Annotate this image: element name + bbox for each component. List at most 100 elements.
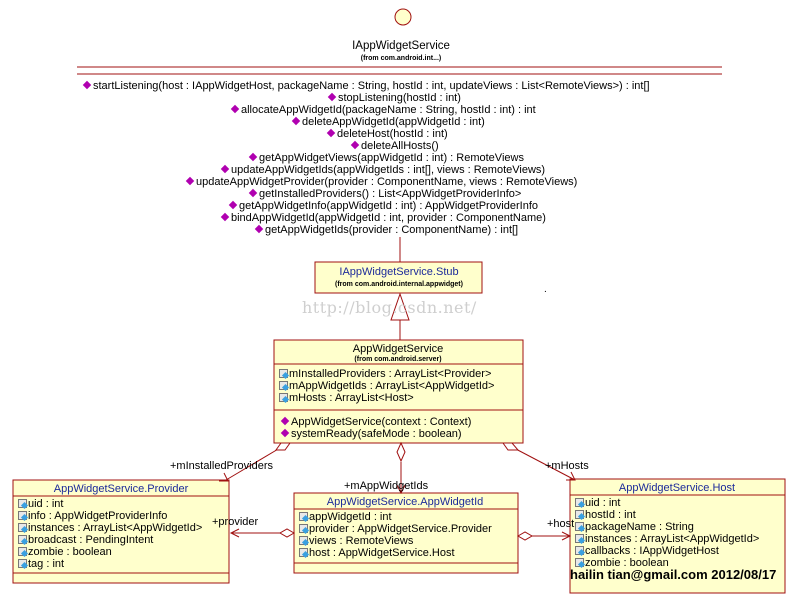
operation-icon (291, 116, 301, 126)
label-mInstalledProviders: +mInstalledProviders (170, 460, 274, 472)
operation-icon (220, 164, 230, 174)
provider-attribute: instances : ArrayList<AppWidgetId> (18, 522, 202, 535)
service-attribute: mAppWidgetIds : ArrayList<AppWidgetId> (279, 380, 494, 393)
provider-attribute: tag : int (18, 558, 64, 571)
interface-method: startListening(host : IAppWidgetHost, pa… (82, 80, 650, 92)
assoc-arrow-provider (229, 528, 240, 538)
field-icon (299, 536, 308, 545)
stub-package: (from com.android.internal.appwidget) (335, 281, 463, 288)
field-icon (279, 381, 288, 390)
service-box (273, 339, 524, 444)
arrow-head-ids (396, 484, 406, 495)
stray-dot: . (544, 284, 547, 295)
field-icon (18, 523, 27, 532)
field-icon (18, 499, 27, 508)
arrow-head-providers (219, 472, 229, 482)
interface-circle-icon (394, 8, 412, 26)
interface-package: (from com.android.int...) (360, 55, 442, 62)
field-icon (18, 511, 27, 520)
field-icon (575, 534, 584, 543)
label-host: +host (547, 518, 575, 530)
service-name: AppWidgetService (352, 343, 444, 355)
field-icon (299, 524, 308, 533)
operation-icon (254, 224, 264, 234)
interface-method: bindAppWidgetId(appWidgetId : int, provi… (220, 212, 546, 224)
operation-icon (327, 92, 337, 102)
operation-icon (228, 200, 238, 210)
stub-name: IAppWidgetService.Stub (339, 266, 459, 278)
provider-attribute: zombie : boolean (18, 546, 112, 559)
appwidgetid-attribute: host : AppWidgetService.Host (299, 547, 455, 560)
appwidgetid-box (293, 492, 519, 574)
field-icon (299, 548, 308, 557)
operation-icon (248, 188, 258, 198)
appwidgetid-attribute: views : RemoteViews (299, 535, 413, 548)
watermark: http://blog.csdn.net/ (302, 298, 477, 317)
interface-name: IAppWidgetService (352, 40, 450, 52)
aggregation-line-hosts (511, 446, 576, 481)
assoc-arrow-host (561, 531, 572, 541)
interface-method: getAppWidgetIds(provider : ComponentName… (254, 224, 518, 236)
label-mAppWidgetIds: +mAppWidgetIds (344, 480, 429, 492)
service-method: systemReady(safeMode : boolean) (280, 428, 462, 440)
host-attribute: uid : int (575, 497, 620, 510)
interface-method: getAppWidgetViews(appWidgetId : int) : R… (248, 152, 524, 164)
stub-box (314, 261, 483, 294)
interface-method: stopListening(hostId : int) (327, 92, 461, 104)
service-attribute: mInstalledProviders : ArrayList<Provider… (279, 368, 491, 381)
operation-icon (220, 212, 230, 222)
interface-method: getInstalledProviders() : List<AppWidget… (248, 188, 521, 200)
field-icon (18, 547, 27, 556)
arrow-head-hosts (566, 471, 576, 481)
field-icon (575, 558, 584, 567)
field-icon (575, 546, 584, 555)
field-icon (299, 512, 308, 521)
operation-icon (185, 176, 195, 186)
host-attribute: instances : ArrayList<AppWidgetId> (575, 533, 759, 546)
operation-icon (350, 140, 360, 150)
operation-icon (82, 80, 92, 90)
interface-method: getAppWidgetInfo(appWidgetId : int) : Ap… (228, 200, 538, 212)
host-attribute: hostId : int (575, 509, 636, 522)
provider-attribute: broadcast : PendingIntent (18, 534, 153, 547)
aggregation-line-providers (225, 444, 286, 481)
service-package: (from com.android.server) (354, 356, 442, 363)
appwidgetid-attribute: appWidgetId : int (299, 511, 392, 524)
appwidgetid-name: AppWidgetService.AppWidgetId (326, 496, 484, 508)
generalization-arrowhead (390, 292, 410, 321)
provider-attribute: info : AppWidgetProviderInfo (18, 510, 167, 523)
field-icon (18, 535, 27, 544)
aggregation-diamond-providers (275, 442, 291, 451)
provider-attribute: uid : int (18, 498, 63, 511)
host-attribute: packageName : String (575, 521, 694, 534)
host-attribute: zombie : boolean (575, 557, 669, 570)
interface-method: deleteHost(hostId : int) (326, 128, 448, 140)
operation-icon (230, 104, 240, 114)
provider-box (12, 479, 230, 584)
assoc-diamond-host (516, 531, 534, 541)
field-icon (18, 559, 27, 568)
aggregation-diamond-ids (396, 441, 406, 463)
label-mHosts: +mHosts (545, 460, 589, 472)
interface-method: updateAppWidgetProvider(provider : Compo… (185, 176, 577, 188)
interface-method: deleteAppWidgetId(appWidgetId : int) (291, 116, 485, 128)
provider-name: AppWidgetService.Provider (53, 483, 189, 495)
field-icon (575, 498, 584, 507)
host-attribute: callbacks : IAppWidgetHost (575, 545, 719, 558)
signature: hailin tian@gmail.com 2012/08/17 (570, 567, 777, 582)
interface-method: updateAppWidgetIds(appWidgetIds : int[],… (220, 164, 545, 176)
service-method: AppWidgetService(context : Context) (280, 416, 471, 428)
assoc-diamond-provider (278, 528, 296, 538)
label-provider: +provider (212, 516, 259, 528)
aggregation-diamond-hosts (502, 442, 520, 451)
operation-icon (326, 128, 336, 138)
operation-icon (280, 428, 290, 438)
field-icon (279, 393, 288, 402)
host-name: AppWidgetService.Host (618, 482, 736, 494)
interface-method: deleteAllHosts() (350, 140, 439, 152)
service-attribute: mHosts : ArrayList<Host> (279, 392, 414, 405)
operation-icon (280, 416, 290, 426)
field-icon (575, 522, 584, 531)
appwidgetid-attribute: provider : AppWidgetService.Provider (299, 523, 492, 536)
